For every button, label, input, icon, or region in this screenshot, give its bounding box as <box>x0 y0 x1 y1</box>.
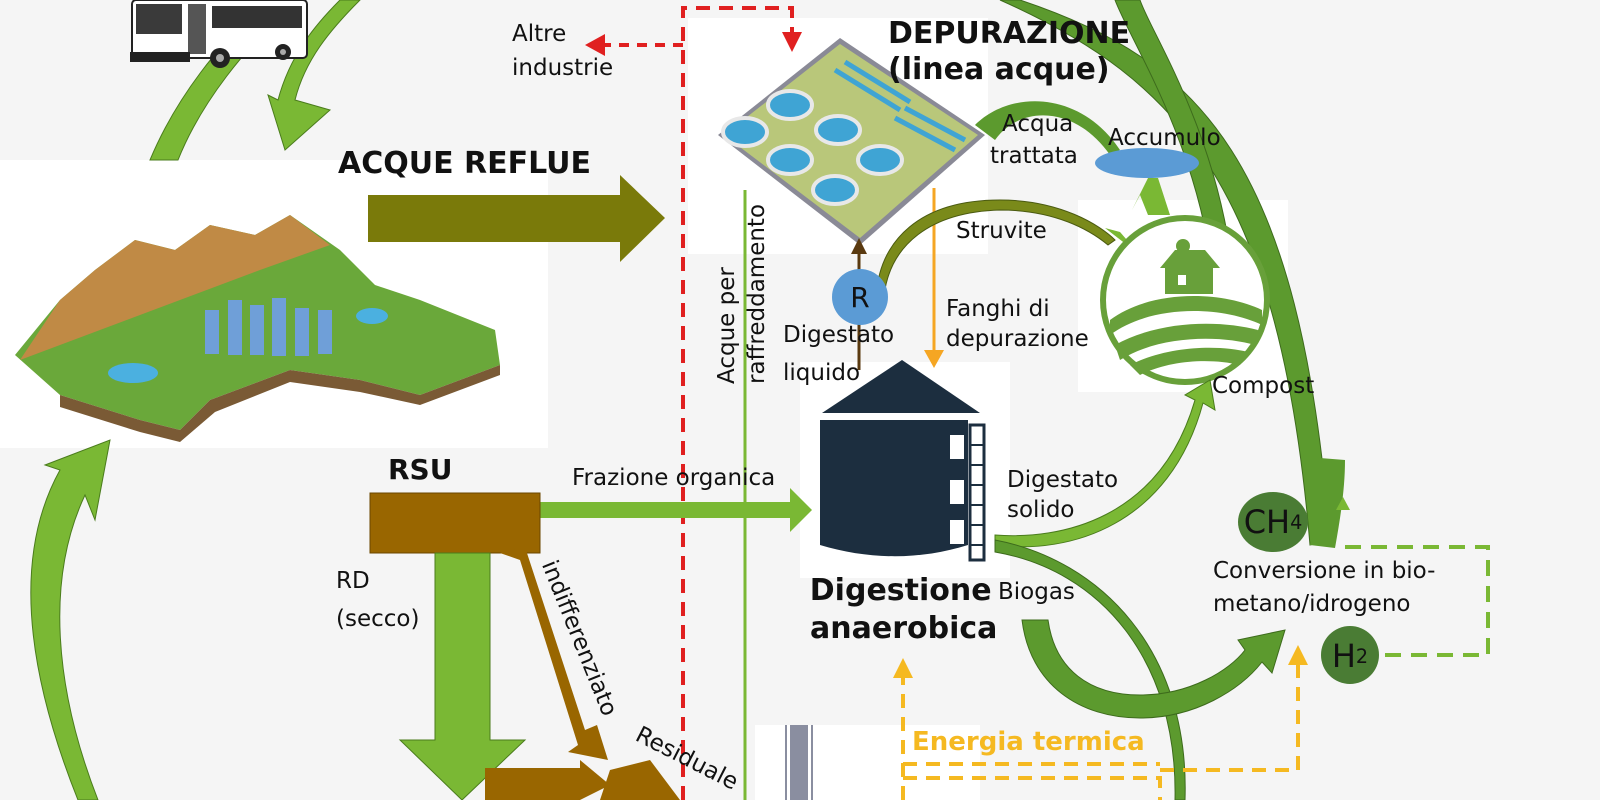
conversione-line2: metano/idrogeno <box>1213 591 1411 617</box>
digestato-liquido-label: Digestato liquido <box>783 316 894 392</box>
indifferenziato-arrow <box>500 547 608 760</box>
acque-reflue-title: ACQUE REFLUE <box>338 146 592 181</box>
brown-bottom-arrow <box>485 760 610 800</box>
acqua-trattata-line1: Acqua <box>1002 111 1074 137</box>
digestato-solido-label: Digestato solido <box>1007 465 1118 525</box>
ch4-text: CH <box>1243 503 1291 541</box>
red-arrowhead-left <box>585 34 605 56</box>
digestione-line1: Digestione <box>809 573 992 608</box>
digestato-liquido-arrowhead <box>851 238 867 254</box>
biogas-label: Biogas <box>998 579 1075 605</box>
accumulo-to-farm-arrow <box>1132 178 1170 215</box>
farm-emblem <box>1100 215 1270 385</box>
rd-line2: (secco) <box>336 606 420 632</box>
rsu-title: RSU <box>388 453 453 486</box>
biogas-arc <box>1021 619 1286 719</box>
energia-termica-label: Energia termica <box>912 727 1145 757</box>
struvite-arc <box>875 199 1116 297</box>
acqua-trattata-line2: trattata <box>990 143 1078 169</box>
digestato-long-arc <box>994 539 1186 800</box>
ch4-node <box>1238 492 1308 552</box>
frazione-organica-label: Frazione organica <box>572 465 776 491</box>
ch4-small-arrow <box>1336 497 1350 510</box>
fanghi-label: Fanghi di depurazione <box>946 294 1089 354</box>
bus-image <box>130 0 308 68</box>
digestato-liquido-line1: Digestato <box>783 322 895 348</box>
rd-label: RD (secco) <box>336 562 419 638</box>
conversione-label: Conversione in bio- metano/idrogeno <box>1213 555 1435 621</box>
digestato-liquido-line2: liquido <box>783 360 861 386</box>
r-node-label: R <box>850 280 870 314</box>
red-dashed-line <box>681 6 794 800</box>
chimney-image <box>785 725 813 800</box>
h2-subscript: 2 <box>1355 644 1369 668</box>
fanghi-arrowhead <box>924 350 944 368</box>
altre-industrie-line1: Altre <box>512 21 567 47</box>
h2-node <box>1321 626 1379 684</box>
acque-raffreddamento-line2: raffreddamento <box>744 203 770 384</box>
city-image <box>15 215 500 442</box>
digestione-title: Digestione anaerobica <box>804 572 998 648</box>
accumulo-pond <box>1095 148 1199 178</box>
struvite-label: Struvite <box>956 218 1047 244</box>
energia-dashed-to-h2 <box>1160 665 1300 772</box>
frazione-organica-arrow <box>540 488 812 532</box>
acque-reflue-arrow <box>368 175 665 262</box>
acqua-trattata-label: Acqua trattata <box>990 108 1078 172</box>
digestato-solido-line1: Digestato <box>1007 467 1119 493</box>
rd-line1: RD <box>336 568 370 594</box>
ch4-subscript: 4 <box>1290 510 1303 534</box>
treatment-plant-image <box>718 38 985 245</box>
digestione-line2: anaerobica <box>810 611 998 646</box>
conversione-line1: Conversione in bio- <box>1213 558 1436 584</box>
depurazione-title-line1: DEPURAZIONE <box>888 16 1131 51</box>
digestato-solido-arc <box>994 379 1216 548</box>
ch4-arc <box>1310 458 1345 548</box>
r-node <box>832 269 888 325</box>
altre-industrie-line2: industrie <box>512 55 614 81</box>
acque-raffreddamento-label: Acque per raffreddamento <box>712 204 772 384</box>
digester-silo-image <box>820 360 986 562</box>
energia-arrowhead-digester <box>893 658 913 678</box>
energia-dashed-horizontal <box>903 762 1162 800</box>
fanghi-line1: Fanghi di <box>946 296 1050 322</box>
energia-arrowhead-h2 <box>1288 645 1308 665</box>
altre-industrie-label: Altre industrie <box>512 17 613 85</box>
depurazione-title-line2: (linea acque) <box>888 52 1110 87</box>
rsu-box <box>369 492 541 554</box>
h2-text: H <box>1331 637 1356 675</box>
fanghi-line2: depurazione <box>946 326 1089 352</box>
compost-label: Compost <box>1212 373 1315 399</box>
return-arc-left <box>30 439 111 800</box>
bus-arc-up <box>149 0 301 161</box>
acqua-trattata-arc <box>975 101 1120 155</box>
residuale-arrow <box>600 760 680 800</box>
digestato-solido-line2: solido <box>1007 497 1075 523</box>
accumulo-label: Accumulo <box>1108 125 1221 151</box>
acque-raffreddamento-line1: Acque per <box>714 267 740 384</box>
red-arrowhead-down <box>782 32 802 52</box>
bus-arc-down <box>267 0 361 151</box>
depurazione-title: DEPURAZIONE (linea acque) <box>888 16 1130 88</box>
green-dashed-box <box>1345 545 1490 657</box>
